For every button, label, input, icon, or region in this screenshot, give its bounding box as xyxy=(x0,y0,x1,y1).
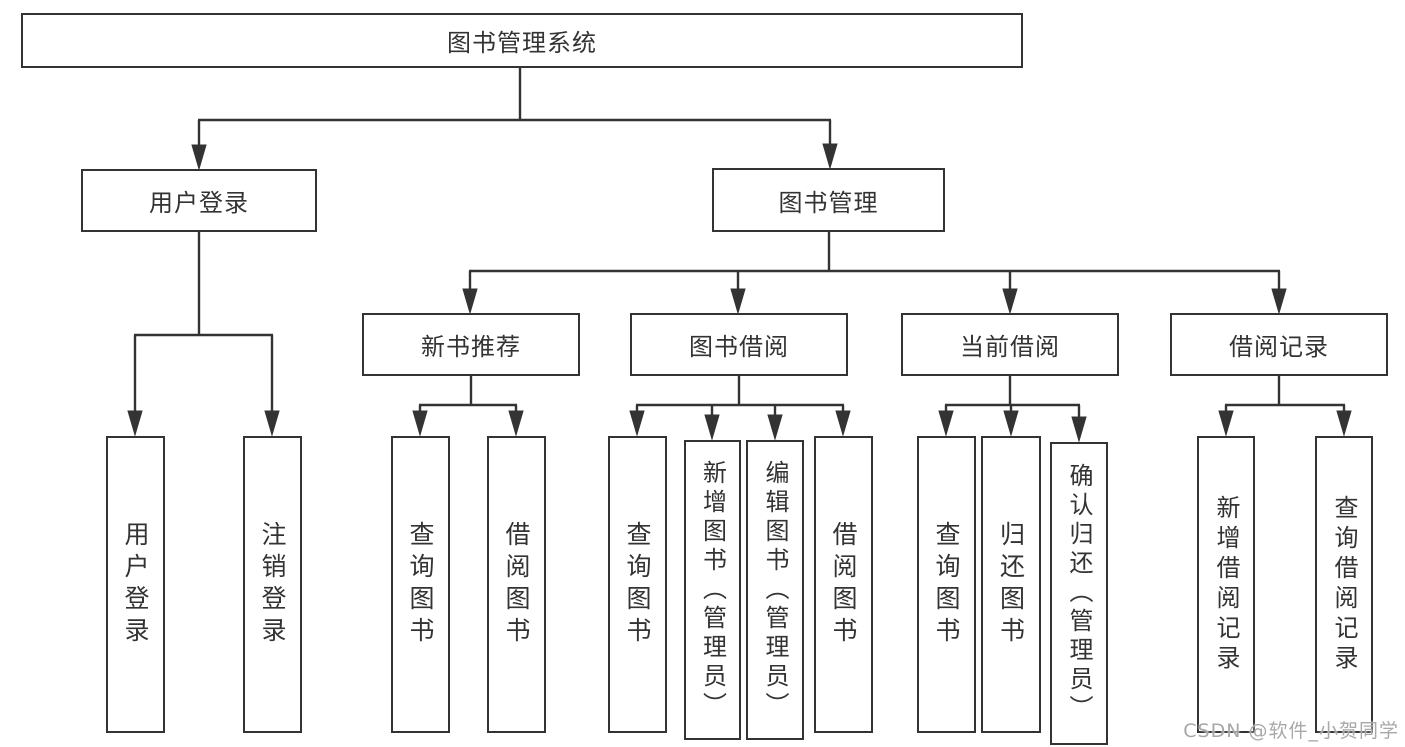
leaf-borrow-books-borrow: 借阅图书 xyxy=(814,436,873,733)
arrowhead xyxy=(629,410,645,437)
node-current-borrow: 当前借阅 xyxy=(901,313,1119,376)
leaf-return-books: 归还图书 xyxy=(981,436,1041,733)
connector-borrow-records-branch xyxy=(1218,376,1352,437)
arrowhead xyxy=(704,414,720,441)
leaf-label: 注销登录 xyxy=(258,520,287,649)
leaf-user-login: 用户登录 xyxy=(106,436,165,733)
node-user-login: 用户登录 xyxy=(81,169,317,232)
leaf-label: 编辑图书（管理员） xyxy=(761,459,789,721)
arrowhead xyxy=(412,410,428,437)
arrowhead xyxy=(264,410,280,437)
node-root-system: 图书管理系统 xyxy=(21,13,1023,68)
leaf-borrow-books-recommend: 借阅图书 xyxy=(487,436,546,733)
arrowhead xyxy=(191,144,207,171)
arrowhead xyxy=(1271,288,1287,315)
connector-book-borrow-branch xyxy=(629,376,851,441)
leaf-label: 查询借阅记录 xyxy=(1330,494,1358,675)
leaf-logout: 注销登录 xyxy=(243,436,302,733)
connector-user-login-branch xyxy=(127,232,280,437)
node-book-management: 图书管理 xyxy=(712,168,945,232)
arrowhead xyxy=(822,143,838,170)
leaf-add-borrow-record: 新增借阅记录 xyxy=(1197,436,1255,733)
leaf-label: 新增借阅记录 xyxy=(1212,494,1240,675)
arrowhead xyxy=(767,414,783,441)
node-new-book-recommend: 新书推荐 xyxy=(362,313,580,376)
leaf-confirm-return-admin: 确认归还（管理员） xyxy=(1050,442,1108,745)
leaf-query-books-borrow: 查询图书 xyxy=(608,436,667,733)
leaf-query-borrow-record: 查询借阅记录 xyxy=(1315,436,1373,733)
arrowhead xyxy=(1003,410,1019,437)
leaf-label: 确认归还（管理员） xyxy=(1065,463,1093,724)
node-book-borrow: 图书借阅 xyxy=(630,313,848,376)
leaf-label: 借阅图书 xyxy=(829,520,858,649)
leaf-label: 查询图书 xyxy=(932,520,961,649)
arrowhead xyxy=(462,288,478,315)
node-borrow-records: 借阅记录 xyxy=(1170,313,1388,376)
leaf-query-books-current: 查询图书 xyxy=(917,436,976,733)
leaf-edit-books-admin: 编辑图书（管理员） xyxy=(746,440,804,740)
arrowhead xyxy=(508,410,524,437)
connector-root-to-level2 xyxy=(191,68,838,171)
connector-book-management-branch xyxy=(462,232,1287,315)
arrowhead xyxy=(1336,410,1352,437)
arrowhead xyxy=(938,410,954,437)
arrowhead xyxy=(127,410,143,437)
leaf-label: 归还图书 xyxy=(996,520,1026,649)
leaf-label: 查询图书 xyxy=(623,520,652,649)
leaf-add-books-admin: 新增图书（管理员） xyxy=(684,440,741,740)
arrowhead xyxy=(1002,288,1018,315)
arrowhead xyxy=(835,410,851,437)
connector-new-book-recommend-branch xyxy=(412,376,524,437)
arrowhead xyxy=(1218,410,1234,437)
leaf-label: 用户登录 xyxy=(121,520,150,649)
arrowhead xyxy=(730,288,746,315)
arrowhead xyxy=(1071,416,1087,443)
csdn-watermark: CSDN @软件_小贺同学 xyxy=(1183,720,1399,742)
leaf-label: 新增图书（管理员） xyxy=(698,459,727,721)
leaf-label: 查询图书 xyxy=(406,520,435,649)
connector-current-borrow-branch xyxy=(938,376,1087,443)
leaf-query-books-recommend: 查询图书 xyxy=(391,436,450,733)
leaf-label: 借阅图书 xyxy=(502,520,531,649)
